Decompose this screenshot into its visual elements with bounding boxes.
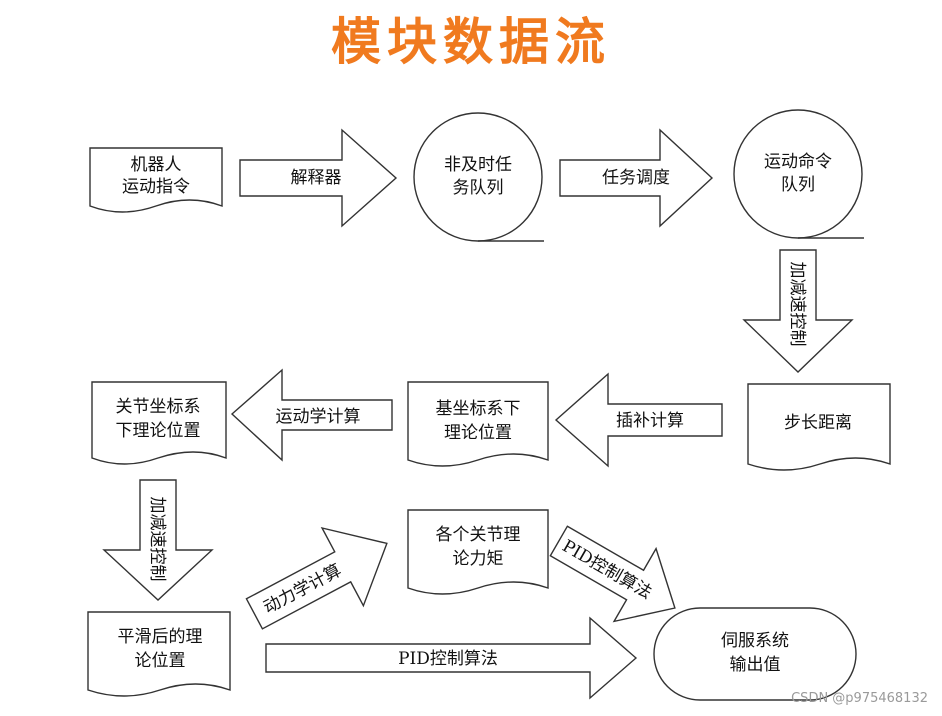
node-servo-output-line1: 伺服系统 xyxy=(721,631,789,651)
node-joint-coord-line2: 下理论位置 xyxy=(116,421,201,441)
node-nonrealtime-queue: 非及时任 务队列 xyxy=(413,112,544,242)
node-joint-torque-line1: 各个关节理 xyxy=(436,525,521,545)
node-step-distance-label: 步长距离 xyxy=(784,413,852,433)
node-joint-torque-line2: 论力矩 xyxy=(453,549,504,569)
arrow-accel-decel-2-label: 加减速控制 xyxy=(147,497,167,582)
node-servo-output: 伺服系统 输出值 xyxy=(653,607,857,701)
node-joint-torque: 各个关节理 论力矩 xyxy=(407,509,549,595)
node-base-coord-line2: 理论位置 xyxy=(444,423,512,443)
node-servo-output-line2: 输出值 xyxy=(730,655,781,675)
watermark: CSDN @p975468132 xyxy=(791,691,928,706)
node-smoothed-pos-line1: 平滑后的理 xyxy=(118,627,203,647)
node-step-distance: 步长距离 xyxy=(747,383,891,471)
node-base-coord: 基坐标系下 理论位置 xyxy=(407,381,549,467)
node-joint-coord-line1: 关节坐标系 xyxy=(116,397,201,417)
node-joint-coord: 关节坐标系 下理论位置 xyxy=(91,381,227,465)
node-motion-queue-line1: 运动命令 xyxy=(764,152,832,172)
node-nonrealtime-queue-line2: 务队列 xyxy=(453,178,504,198)
node-robot-command: 机器人 运动指令 xyxy=(89,147,223,213)
arrow-kinematics-label: 运动学计算 xyxy=(276,407,361,427)
arrow-kinematics: 运动学计算 xyxy=(230,368,393,462)
node-motion-queue: 运动命令 队列 xyxy=(733,109,864,239)
arrow-pid-2-label: PID控制算法 xyxy=(398,649,498,669)
node-robot-command-line2: 运动指令 xyxy=(122,177,190,197)
arrow-interpreter-label: 解释器 xyxy=(291,168,342,188)
node-smoothed-pos-line2: 论位置 xyxy=(135,651,186,671)
node-nonrealtime-queue-line1: 非及时任 xyxy=(444,155,512,175)
node-motion-queue-line2: 队列 xyxy=(781,175,815,195)
arrow-accel-decel-1: 加减速控制 xyxy=(742,249,854,373)
node-robot-command-line1: 机器人 xyxy=(131,155,182,175)
arrow-task-schedule: 任务调度 xyxy=(559,128,714,228)
node-base-coord-line1: 基坐标系下 xyxy=(436,399,521,419)
arrow-accel-decel-2: 加减速控制 xyxy=(102,479,214,601)
arrow-interpolation-label: 插补计算 xyxy=(616,411,684,431)
arrow-interpreter: 解释器 xyxy=(239,128,398,228)
arrow-dynamics: 动力学计算 xyxy=(245,526,388,630)
arrow-pid-2: PID控制算法 xyxy=(265,616,638,700)
page-title: 模块数据流 xyxy=(331,13,611,71)
arrow-task-schedule-label: 任务调度 xyxy=(602,168,670,188)
node-smoothed-pos: 平滑后的理 论位置 xyxy=(87,611,231,697)
arrow-interpolation: 插补计算 xyxy=(554,372,723,468)
arrow-accel-decel-1-label: 加减速控制 xyxy=(787,262,807,347)
